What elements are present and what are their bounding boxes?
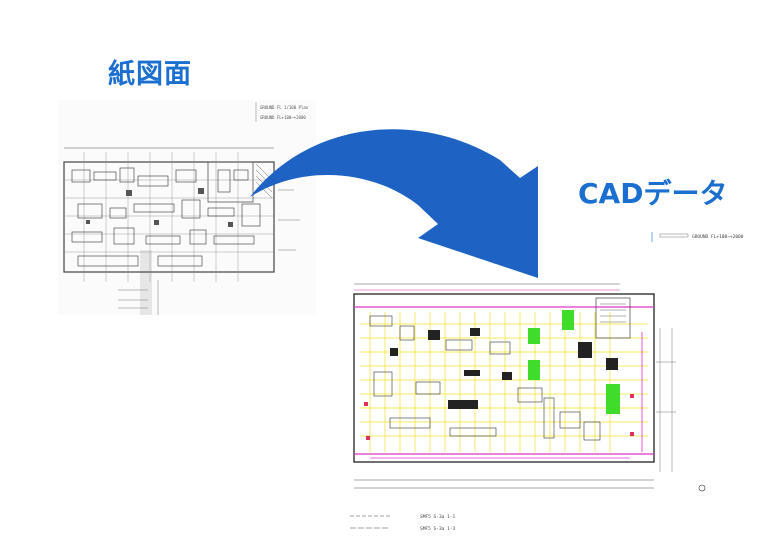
cad-data-label: CADデータ [578, 177, 728, 210]
paper-drawing-label: 紙図面 [108, 59, 192, 90]
curved-arrow-icon [250, 129, 538, 278]
paper-drawing-sheet: GROUND FL 1/100 Plan GROUND FL+100~+2000 [58, 100, 316, 315]
cad-legend-1: SMF5 S-3a 1-1 [420, 514, 456, 520]
paper-note-1: GROUND FL 1/100 Plan [260, 105, 309, 110]
cad-header-note: GROUND FL+100~+2000 [692, 234, 744, 240]
cad-drawing-sheet: GROUND FL+100~+2000 [330, 232, 768, 545]
paper-floorplan-image: GROUND FL 1/100 Plan GROUND FL+100~+2000 [63, 102, 309, 315]
cad-floorplan-image: GROUND FL+100~+2000 [350, 232, 744, 532]
paper-note-2: GROUND FL+100~+2000 [260, 115, 306, 120]
cad-legend-2: SMF5 S-3a 1-3 [420, 526, 456, 532]
